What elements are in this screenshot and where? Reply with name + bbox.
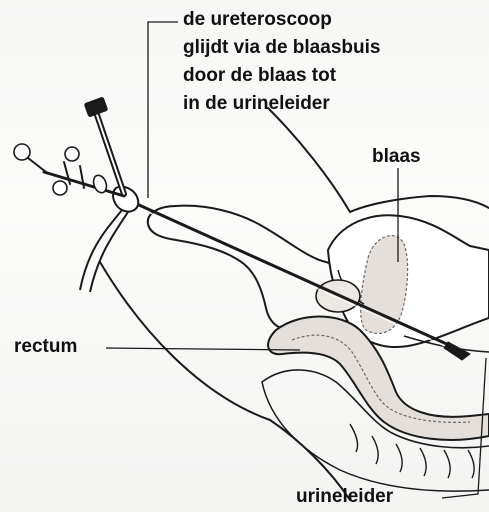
ureteroscope-callout: de ureteroscoop glijdt via de blaasbuis … [183,6,380,118]
ureter-label: urineleider [296,486,393,508]
irrigation-tube-inner [90,212,128,292]
callout-line-3: door de blaas tot [183,62,380,90]
callout-leader [148,22,178,198]
callout-line-2: glijdt via de blaasbuis [183,34,380,62]
callout-line-4: in de urineleider [183,90,380,118]
bladder-label: blaas [372,146,421,168]
rectum-label: rectum [14,336,77,358]
irrigation-tube [80,210,122,290]
callout-line-1: de ureteroscoop [183,6,380,34]
